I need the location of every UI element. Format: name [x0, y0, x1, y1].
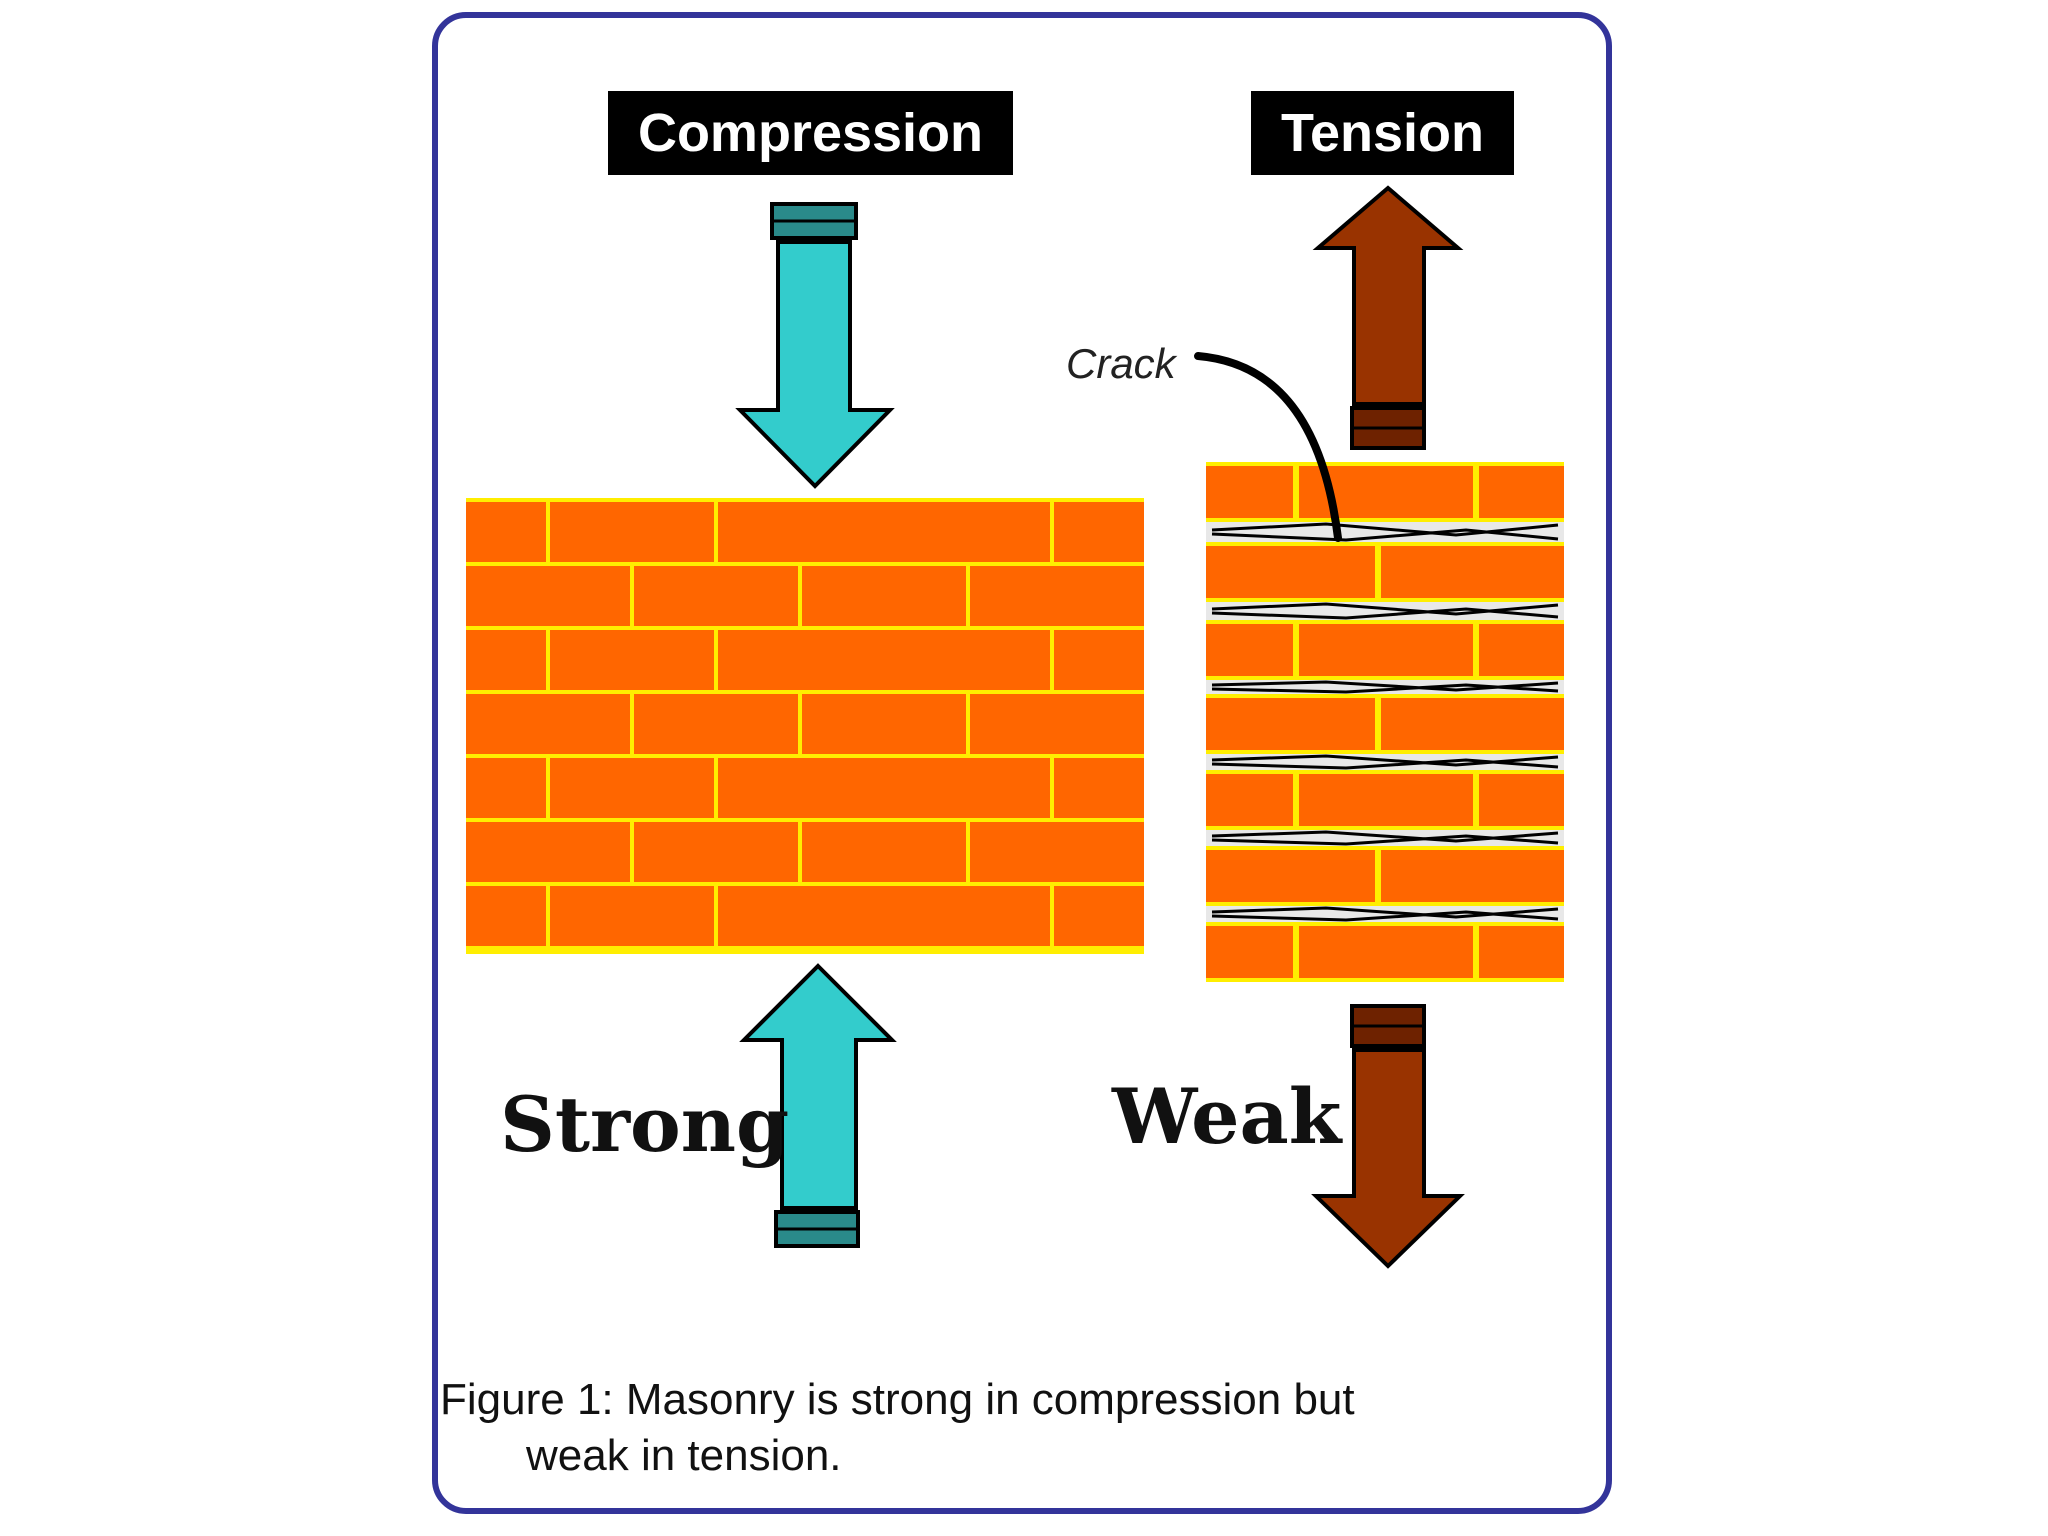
tension-wall-brick: [1206, 624, 1293, 676]
tension-arrow-top: [1312, 185, 1464, 450]
compression-wall-brick: [550, 502, 714, 562]
crack-gap: [1206, 522, 1564, 542]
compression-wall-brick: [802, 694, 966, 754]
tension-wall-brick: [1206, 926, 1293, 978]
compression-wall-brick: [718, 502, 1050, 562]
tension-wall-brick: [1381, 850, 1564, 902]
compression-wall-brick: [1054, 758, 1144, 818]
crack-line: [1211, 830, 1559, 846]
tension-wall-brick: [1206, 698, 1375, 750]
compression-wall-brick: [634, 566, 798, 626]
compression-wall-brick: [718, 758, 1050, 818]
compression-wall-brick: [466, 566, 630, 626]
crack-line: [1211, 602, 1559, 620]
compression-wall-brick: [634, 822, 798, 882]
compression-wall-brick: [1054, 630, 1144, 690]
tension-wall-brick: [1299, 926, 1473, 978]
tension-wall-brick: [1479, 774, 1564, 826]
tension-arrow-bottom: [1311, 1004, 1465, 1269]
weak-label: Weak: [1112, 1072, 1342, 1161]
crack-pointer-line: [1194, 352, 1342, 542]
tension-wall-brick: [1299, 624, 1473, 676]
tension-arrow-down-icon: [1311, 1048, 1465, 1269]
tension-wall-brick: [1479, 466, 1564, 518]
compression-wall-brick: [1054, 886, 1144, 946]
compression-wall-brick: [634, 694, 798, 754]
compression-wall-brick: [802, 566, 966, 626]
tension-wall-brick: [1479, 624, 1564, 676]
compression-arrow-bottom: [739, 963, 897, 1248]
compression-wall-brick: [466, 630, 546, 690]
tension-wall-brick: [1479, 926, 1564, 978]
compression-wall-brick: [550, 758, 714, 818]
compression-wall-brick: [550, 630, 714, 690]
tension-wall-brick: [1381, 698, 1564, 750]
crack-line: [1211, 906, 1559, 922]
figure-caption: Figure 1: Masonry is strong in compressi…: [440, 1372, 1590, 1484]
compression-arrow-up-icon: [739, 963, 897, 1210]
caption-line-2: weak in tension.: [526, 1431, 842, 1480]
compression-wall-brick: [970, 694, 1144, 754]
compression-wall-brick: [718, 630, 1050, 690]
compression-arrow-top: [735, 202, 895, 489]
tension-wall-brick: [1206, 546, 1375, 598]
caption-line-1: Figure 1: Masonry is strong in compressi…: [440, 1375, 1355, 1424]
crack-line: [1211, 522, 1559, 542]
tension-wall-brick: [1206, 774, 1293, 826]
tension-wall-brick: [1206, 466, 1293, 518]
compression-label: Compression: [608, 91, 1013, 175]
tension-wall-brick: [1381, 546, 1564, 598]
compression-wall-brick: [466, 886, 546, 946]
compression-wall: [466, 498, 1144, 954]
compression-wall-brick: [1054, 502, 1144, 562]
compression-wall-brick: [466, 502, 546, 562]
tension-wall: [1206, 462, 1564, 982]
strong-label: Strong: [500, 1080, 790, 1169]
tension-label: Tension: [1251, 91, 1514, 175]
crack-line: [1211, 680, 1559, 694]
tension-wall-brick: [1206, 850, 1375, 902]
crack-label: Crack: [1066, 340, 1176, 387]
crack-gap: [1206, 602, 1564, 620]
compression-wall-brick: [970, 822, 1144, 882]
compression-wall-brick: [466, 822, 630, 882]
compression-wall-brick: [970, 566, 1144, 626]
compression-wall-brick: [466, 758, 546, 818]
compression-arrow-down-icon: [735, 240, 895, 489]
tension-arrow-up-icon: [1312, 185, 1464, 406]
tension-wall-brick: [1299, 774, 1473, 826]
compression-wall-brick: [802, 822, 966, 882]
crack-line: [1211, 754, 1559, 770]
compression-wall-brick: [718, 886, 1050, 946]
compression-wall-brick: [550, 886, 714, 946]
compression-wall-brick: [466, 694, 630, 754]
